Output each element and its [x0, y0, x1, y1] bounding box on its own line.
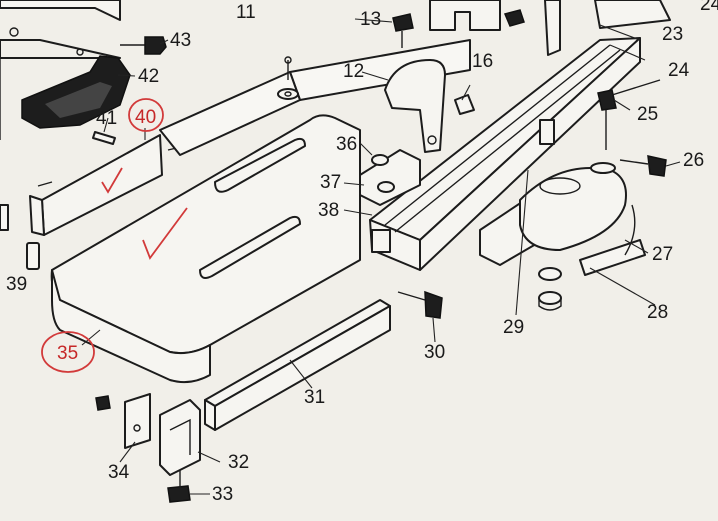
part-number-label: 39 [6, 274, 27, 295]
part-number-label: 34 [108, 462, 130, 483]
part-number-label: 25 [637, 104, 658, 125]
mitre-gauge-part [519, 162, 646, 276]
part-number-label: 42 [138, 66, 159, 87]
part-number-label: 33 [212, 484, 233, 505]
knob-part [392, 13, 414, 48]
table-top-part [50, 39, 471, 384]
part-number-label: 28 [647, 302, 668, 323]
top-left-fence [0, 0, 121, 140]
part-number-label: 37 [320, 172, 341, 193]
part-number-label: 30 [424, 342, 445, 363]
bracket-part [95, 393, 151, 449]
part-number-label: 40 [135, 107, 156, 128]
screw-part [120, 36, 167, 55]
red-annotations [41, 98, 188, 373]
part-number-label: 13 [360, 9, 381, 30]
checkmark-annotation [142, 207, 188, 260]
handle-part [21, 55, 131, 129]
screw-part [619, 155, 667, 177]
part-number-label: 38 [318, 200, 339, 221]
part-number-label: 11 [236, 2, 256, 23]
part-number-label: 35 [57, 343, 78, 364]
washer-stack-part [538, 267, 562, 311]
pin-part [92, 131, 116, 145]
part-number-label: 16 [472, 51, 493, 72]
part-number-label: 23 [662, 24, 683, 45]
rail-part [204, 299, 391, 431]
stud-part [37, 181, 53, 187]
circle-annotation [128, 98, 164, 132]
quadrant-part [384, 59, 446, 153]
part-number-label-partial: 24 [700, 0, 718, 15]
leader-lines [81, 18, 681, 495]
part-number-label: 29 [503, 317, 524, 338]
checkmark-annotation [101, 167, 123, 194]
part-number-label: 43 [170, 30, 191, 51]
part-number-label: 27 [652, 244, 673, 265]
part-number-label: 41 [96, 108, 117, 129]
handle-part [597, 79, 661, 150]
upper-slide-part [429, 0, 671, 56]
slide-foot-part [159, 399, 201, 476]
knob-part [397, 290, 443, 319]
part-number-label: 12 [343, 61, 364, 82]
part-number-label: 31 [304, 387, 325, 408]
part-labels: 11 13 43 42 12 16 23 24 41 40 25 36 26 3… [6, 0, 718, 505]
guide-rail-part [369, 37, 641, 271]
bolt-part [454, 94, 475, 115]
clamp-block-part [359, 149, 421, 206]
left-edge-part [0, 204, 9, 231]
clip-part [26, 242, 40, 270]
part-number-label: 32 [228, 452, 249, 473]
part-number-label: 24 [668, 60, 690, 81]
fence-bar-part [29, 134, 163, 236]
knob-part [167, 470, 191, 503]
washer-part [277, 56, 299, 100]
part-number-label: 26 [683, 150, 704, 171]
part-number-label: 36 [336, 134, 357, 155]
circle-annotation [41, 331, 95, 373]
knob-part [503, 9, 525, 27]
